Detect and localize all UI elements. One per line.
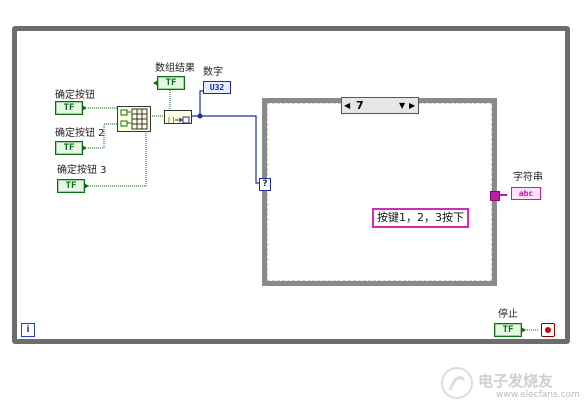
array-result-terminal[interactable]: TF [153,76,185,90]
case-next-icon[interactable]: ▶ [409,101,416,110]
watermark-logo-icon [440,366,474,400]
string-label: 字符串 [513,172,543,183]
wire-junction [197,113,203,119]
case-selector-value: 7 [356,99,364,112]
watermark-text: 电子发烧友 [478,372,554,390]
svg-text:[]: [] [167,117,175,125]
number-terminal[interactable]: U32 [203,81,231,94]
wire-btn2 [88,123,118,149]
watermark-url: www.elecfans.com [496,390,580,400]
boolean-array-to-number-icon[interactable]: [] [164,110,192,125]
string-terminal[interactable]: abc [511,187,541,200]
btn2-terminal[interactable]: TF [55,141,87,155]
stop-terminal[interactable]: TF [494,323,526,337]
number-label: 数字 [203,67,223,78]
string-constant[interactable]: 按键1，2，3按下 [372,208,469,228]
string-output-tunnel [490,191,500,201]
stop-label: 停止 [498,309,518,320]
info-icon[interactable]: i [21,323,35,337]
btn1-terminal[interactable]: TF [55,101,87,115]
case-dropdown-icon[interactable]: ▼ [399,101,406,110]
case-prev-icon[interactable]: ◀ [344,101,351,110]
case-selector[interactable]: ◀ 7 ▼ ▶ [341,97,419,114]
array-result-label: 数组结果 [155,63,195,74]
btn1-label: 确定按钮 [55,90,95,101]
btn3-label: 确定按钮 3 [57,165,107,176]
build-array-icon[interactable] [117,106,151,132]
btn3-terminal[interactable]: TF [57,179,89,193]
stop-button-icon[interactable] [541,323,555,337]
case-selector-tunnel: ? [259,178,271,191]
wire-btn3 [88,124,147,187]
wire-number [190,90,204,117]
while-loop-frame [12,26,570,344]
case-structure [262,98,497,286]
wire-to-case [200,115,262,184]
btn2-label: 确定按钮 2 [55,128,105,139]
